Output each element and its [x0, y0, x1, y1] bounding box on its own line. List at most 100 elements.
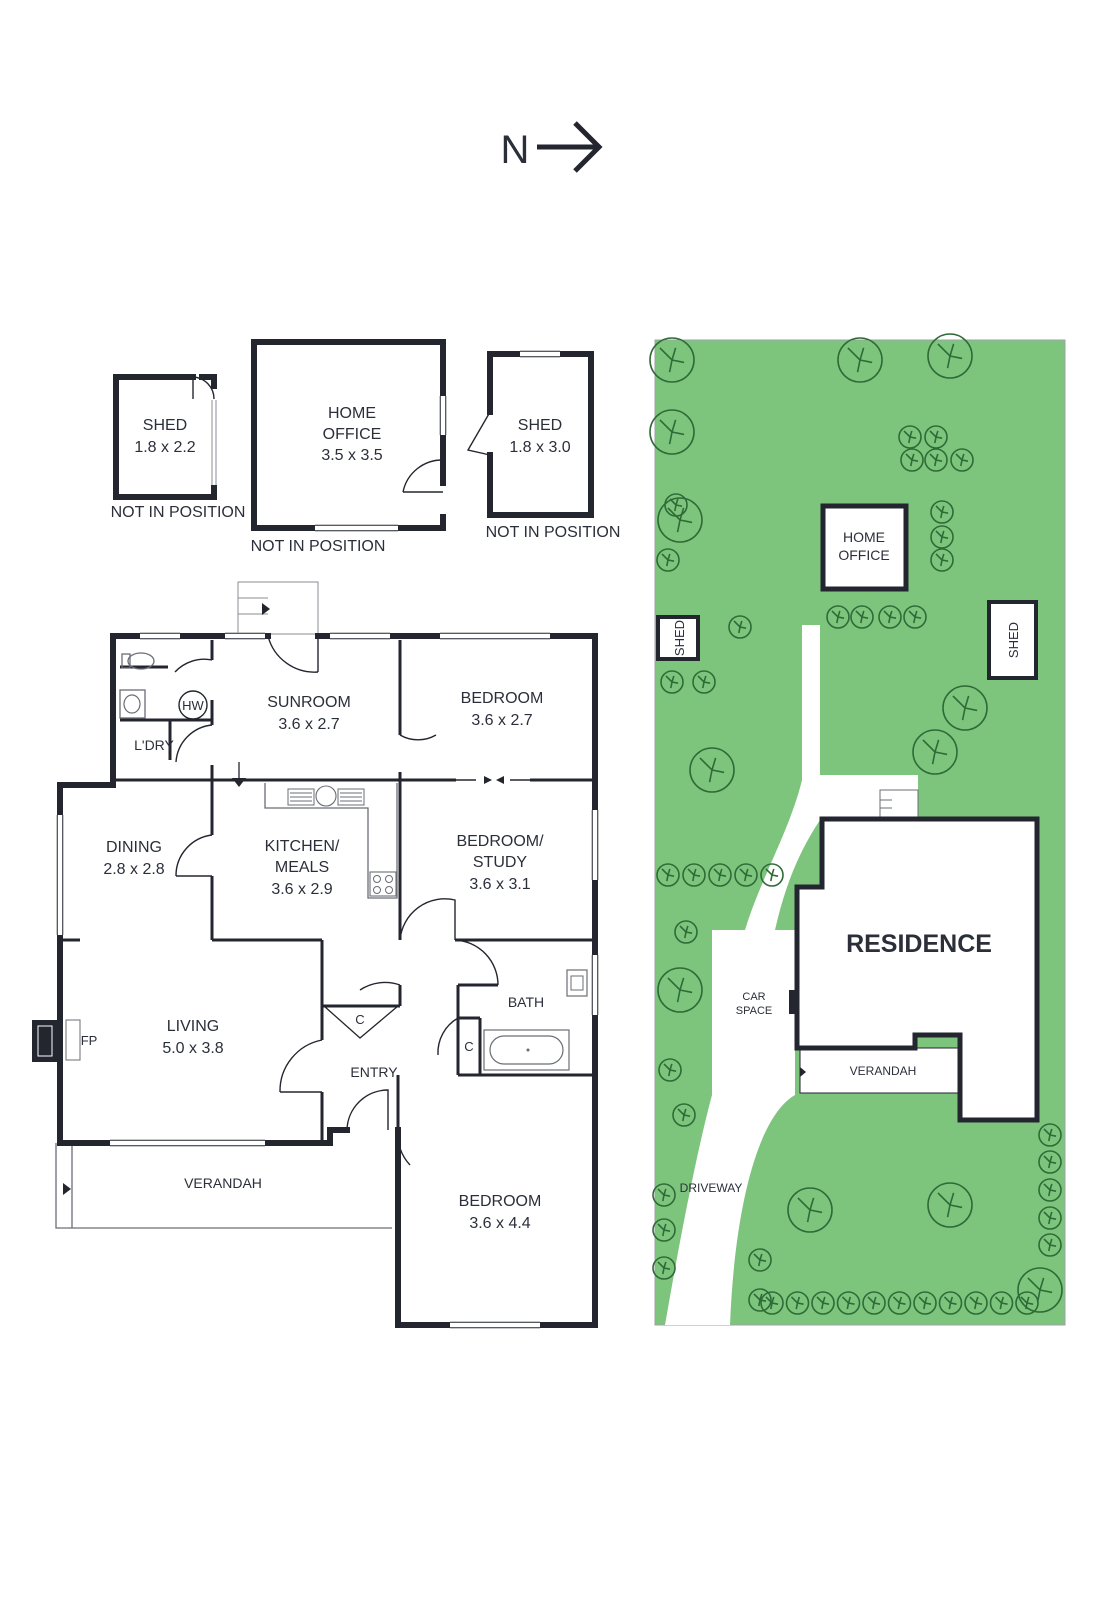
tree-branches-icon — [908, 610, 922, 624]
outbuilding-shed-large: SHED 1.8 x 3.0 NOT IN POSITION — [466, 350, 620, 541]
site-home-office-1: HOME — [843, 529, 885, 545]
bedroom-study-name-2: STUDY — [473, 854, 528, 871]
bath-name: BATH — [508, 994, 544, 1010]
tree-icon — [964, 1291, 988, 1315]
tree-icon — [657, 967, 703, 1013]
tree-branches-icon — [657, 1223, 671, 1237]
kitchen-name-2: MEALS — [275, 859, 329, 876]
tree-icon — [927, 333, 973, 379]
tree-branches-icon — [733, 620, 747, 634]
tree-branches-icon — [697, 675, 711, 689]
tree-branches-icon — [1043, 1238, 1057, 1252]
verandah-arrow-icon — [63, 1183, 71, 1195]
garden-path — [745, 625, 918, 930]
tree-branches-icon — [1043, 1128, 1057, 1142]
tree-branches-icon — [855, 610, 869, 624]
tree-icon — [734, 863, 758, 887]
tree-icon — [785, 1291, 810, 1315]
entry-name: ENTRY — [350, 1064, 398, 1080]
site-plan: RESIDENCE HOME OFFICE SHED SHED CAR SPAC… — [649, 333, 1066, 1326]
tree-branches-icon — [790, 1296, 804, 1310]
sunroom-size: 3.6 x 2.7 — [278, 716, 339, 733]
tree-branches-icon — [937, 343, 963, 369]
tree-branches-icon — [1043, 1211, 1057, 1225]
tree-branches-icon — [841, 1296, 855, 1310]
tree-branches-icon — [765, 1296, 779, 1310]
tree-branches-icon — [739, 868, 753, 882]
tree-icon — [927, 1182, 973, 1228]
site-verandah: VERANDAH — [850, 1064, 917, 1078]
tree-icon — [664, 493, 688, 517]
living-size: 5.0 x 3.8 — [162, 1040, 223, 1057]
tree-icon — [787, 1187, 833, 1233]
tree-icon — [658, 1058, 682, 1082]
living-name: LIVING — [167, 1018, 219, 1035]
tree-branches-icon — [713, 868, 727, 882]
tree-branches-icon — [1043, 1155, 1057, 1169]
bedroom-study-name-1: BEDROOM/ — [456, 833, 544, 850]
tree-branches-icon — [847, 347, 873, 373]
tree-icon — [1017, 1267, 1063, 1313]
tree-branches-icon — [892, 1296, 906, 1310]
tree-icon — [652, 1218, 676, 1242]
tree-icon — [748, 1248, 772, 1272]
tree-icon — [811, 1291, 835, 1315]
tree-icon — [924, 448, 948, 472]
tree-branches-icon — [867, 1296, 881, 1310]
laundry-tub-icon — [119, 689, 146, 719]
tree-icon — [674, 920, 698, 944]
tree-branches-icon — [935, 553, 949, 567]
tree-branches-icon — [765, 868, 779, 882]
tree-branches-icon — [918, 1296, 932, 1310]
tree-branches-icon — [677, 1108, 691, 1122]
tree-icon — [649, 337, 695, 383]
residence-label: RESIDENCE — [846, 930, 992, 958]
home-office-name-2: OFFICE — [323, 426, 382, 443]
trees — [649, 333, 1063, 1315]
tree-branches-icon — [667, 507, 693, 533]
kitchen-name-1: KITCHEN/ — [265, 838, 340, 855]
residence-block — [794, 816, 1040, 1123]
verandah-name: VERANDAH — [184, 1175, 262, 1191]
shed-small-name: SHED — [143, 417, 187, 434]
tree-branches-icon — [929, 453, 943, 467]
tree-icon — [1038, 1123, 1062, 1147]
north-label: N — [501, 128, 530, 172]
tree-icon — [1038, 1150, 1062, 1174]
north-arrow: N — [501, 121, 603, 173]
driveway-path — [665, 930, 795, 1325]
tree-icon — [850, 605, 874, 629]
tree-icon — [938, 1291, 963, 1315]
tree-icon — [837, 337, 883, 383]
site-home-office-2: OFFICE — [838, 547, 889, 563]
hot-water-icon — [178, 690, 208, 720]
tree-branches-icon — [659, 419, 685, 445]
cupboard-2-name: C — [464, 1039, 473, 1054]
tree-icon — [930, 548, 954, 572]
tree-branches-icon — [943, 1296, 957, 1310]
tree-icon — [900, 448, 924, 472]
tree-icon — [913, 1291, 937, 1315]
car-space-1: CAR — [742, 991, 765, 1003]
kitchen-bench-icon — [264, 783, 398, 899]
tree-icon — [692, 670, 716, 694]
tree-icon — [656, 548, 680, 572]
shed-small-size: 1.8 x 2.2 — [134, 439, 195, 456]
tree-icon — [652, 1256, 676, 1280]
home-office-note: NOT IN POSITION — [251, 538, 386, 555]
tree-branches-icon — [935, 505, 949, 519]
shed-large-size: 1.8 x 3.0 — [509, 439, 570, 456]
tree-branches-icon — [659, 347, 685, 373]
tree-branches-icon — [1020, 1296, 1034, 1310]
tree-branches-icon — [661, 868, 675, 882]
tree-icon — [652, 1183, 676, 1207]
tree-icon — [836, 1291, 861, 1315]
fireplace-name: FP — [81, 1033, 98, 1048]
tree-branches-icon — [663, 1063, 677, 1077]
driveway-label: DRIVEWAY — [680, 1181, 743, 1195]
shed-small-note: NOT IN POSITION — [111, 504, 246, 521]
tree-icon — [912, 729, 958, 775]
laundry-name: L'DRY — [134, 737, 174, 753]
home-office-name-1: HOME — [328, 405, 376, 422]
sunroom-name: SUNROOM — [267, 694, 351, 711]
